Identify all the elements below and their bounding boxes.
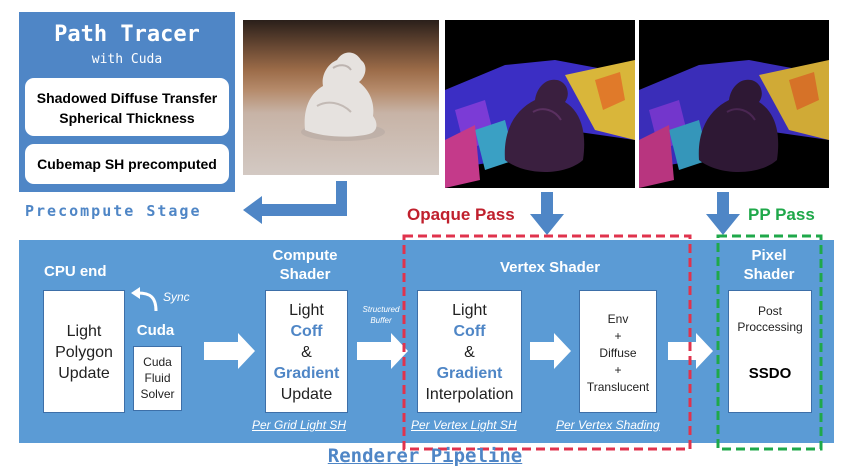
- spherical-thickness-label: Spherical Thickness: [59, 110, 195, 126]
- shading-translucent: Translucent: [586, 380, 650, 394]
- proccessing-label: Proccessing: [737, 320, 803, 334]
- compute-box-light: Light: [289, 302, 324, 319]
- shading-env: Env: [607, 312, 629, 326]
- path-tracer-subtitle: with Cuda: [91, 52, 163, 67]
- per-vertex-light-sh-caption: Per Vertex Light SH: [411, 418, 517, 432]
- shading-plus-2: +: [614, 363, 622, 377]
- compute-shader-heading: Compute Shader: [255, 246, 355, 284]
- pixel-shader-heading-line1: Pixel: [751, 247, 787, 264]
- sync-label: Sync: [163, 290, 190, 304]
- pixel-shader-heading: Pixel Shader: [728, 246, 810, 284]
- renderer-pipeline-label: Renderer Pipeline: [327, 445, 523, 467]
- shading-plus-1: +: [614, 329, 622, 343]
- cpu-to-compute-arrow: [204, 333, 255, 369]
- shadowed-diffuse-box: Shadowed Diffuse Transfer Spherical Thic…: [25, 78, 229, 136]
- compute-light-coff-box: Light Coff & Gradient Update: [265, 290, 348, 413]
- light-polygon-update-line3: Update: [58, 365, 110, 382]
- vertex-box-light: Light: [452, 302, 487, 319]
- cuda-fluid-solver-line1: Cuda: [143, 355, 172, 369]
- cuda-heading: Cuda: [136, 322, 175, 339]
- vertex-box-interpolation: Interpolation: [425, 386, 514, 403]
- compute-shader-heading-line2: Shader: [279, 266, 331, 283]
- compute-box-gradient: Gradient: [273, 365, 340, 382]
- compute-shader-heading-line1: Compute: [272, 247, 338, 264]
- vertex-box-gradient: Gradient: [436, 365, 503, 382]
- cuda-fluid-solver-line3: Solver: [140, 387, 175, 401]
- compute-box-coff: Coff: [290, 323, 323, 340]
- compute-box-update: Update: [280, 386, 333, 403]
- vertex-box-amp: &: [464, 344, 475, 361]
- cuda-fluid-solver-line2: Fluid: [144, 371, 171, 385]
- dragon-silhouette: [301, 52, 385, 141]
- pp-pass-frame: [716, 234, 823, 451]
- vertex-light-coff-box: Light Coff & Gradient Interpolation: [417, 290, 522, 413]
- structured-buffer-line2: Buffer: [370, 316, 392, 325]
- vertex-shader-heading: Vertex Shader: [499, 259, 601, 276]
- opaque-pass-scene: [445, 20, 635, 188]
- compute-box-amp: &: [301, 344, 312, 361]
- precompute-stage-label: Precompute Stage: [25, 202, 202, 220]
- pp-pass-label: PP Pass: [748, 205, 815, 224]
- shading-diffuse: Diffuse: [599, 346, 637, 360]
- pixel-shader-heading-line2: Shader: [743, 266, 795, 283]
- light-polygon-update-box: Light Polygon Update: [43, 290, 125, 413]
- structured-buffer-label: Structured Buffer: [358, 304, 404, 326]
- compute-to-vertex-arrow: [357, 333, 408, 369]
- shadowed-diffuse-label: Shadowed Diffuse Transfer: [36, 90, 218, 106]
- pp-pass-scene: [639, 20, 829, 188]
- cubemap-sh-box: Cubemap SH precomputed: [25, 144, 229, 184]
- precompute-arrow: [243, 181, 347, 224]
- per-grid-light-sh-caption: Per Grid Light SH: [252, 418, 347, 432]
- cuda-fluid-solver-box: Cuda Fluid Solver: [133, 346, 182, 411]
- path-tracer-title: Path Tracer: [54, 22, 200, 47]
- pp-pass-render-image: [639, 20, 829, 188]
- opaque-pass-frame: [402, 234, 692, 451]
- ssdo-label: SSDO: [748, 365, 792, 382]
- interp-to-shading-arrow: [530, 333, 571, 369]
- path-tracer-panel: Path Tracer with Cuda Shadowed Diffuse T…: [19, 12, 235, 192]
- path-traced-render-image: [243, 20, 439, 175]
- light-polygon-update-line1: Light: [66, 323, 102, 340]
- cpu-end-heading: CPU end: [44, 263, 107, 280]
- light-polygon-update-line2: Polygon: [55, 344, 113, 361]
- per-vertex-shading-caption: Per Vertex Shading: [556, 418, 660, 432]
- vertex-box-coff: Coff: [453, 323, 486, 340]
- post-processing-box: Post Proccessing SSDO: [728, 290, 812, 413]
- pp-pass-down-arrow: [706, 192, 740, 235]
- env-diffuse-translucent-box: Env + Diffuse + Translucent: [579, 290, 657, 413]
- opaque-pass-render-image: [445, 20, 635, 188]
- sync-arrow-icon: [131, 287, 158, 312]
- structured-buffer-line1: Structured: [362, 305, 400, 314]
- opaque-pass-label: Opaque Pass: [407, 205, 515, 224]
- opaque-pass-down-arrow: [530, 192, 564, 235]
- post-label: Post: [757, 304, 782, 318]
